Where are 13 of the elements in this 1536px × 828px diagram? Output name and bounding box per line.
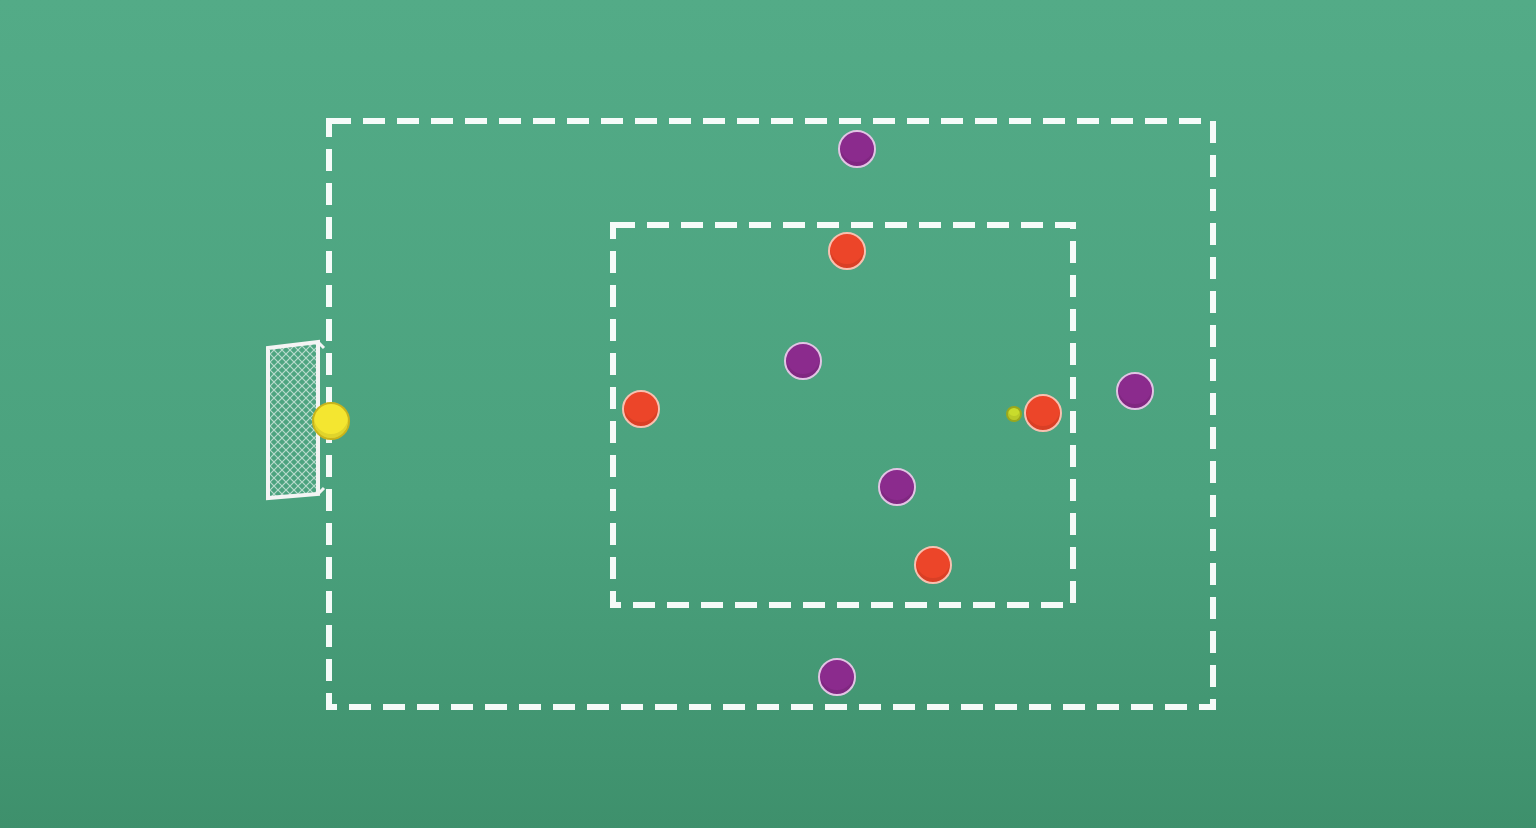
player-icon (621, 389, 659, 427)
player-icon (783, 341, 821, 379)
player-icon (1023, 393, 1061, 431)
ball-icon (1006, 406, 1022, 422)
inner-dashed-zone (610, 222, 1076, 608)
outer-dashed-zone (326, 118, 1216, 710)
goal-icon (262, 338, 326, 502)
player-icon (1115, 371, 1153, 409)
player-icon (817, 657, 855, 695)
player-icon (837, 129, 875, 167)
player-icon (877, 467, 915, 505)
player-icon (913, 545, 951, 583)
player-icon (827, 231, 865, 269)
